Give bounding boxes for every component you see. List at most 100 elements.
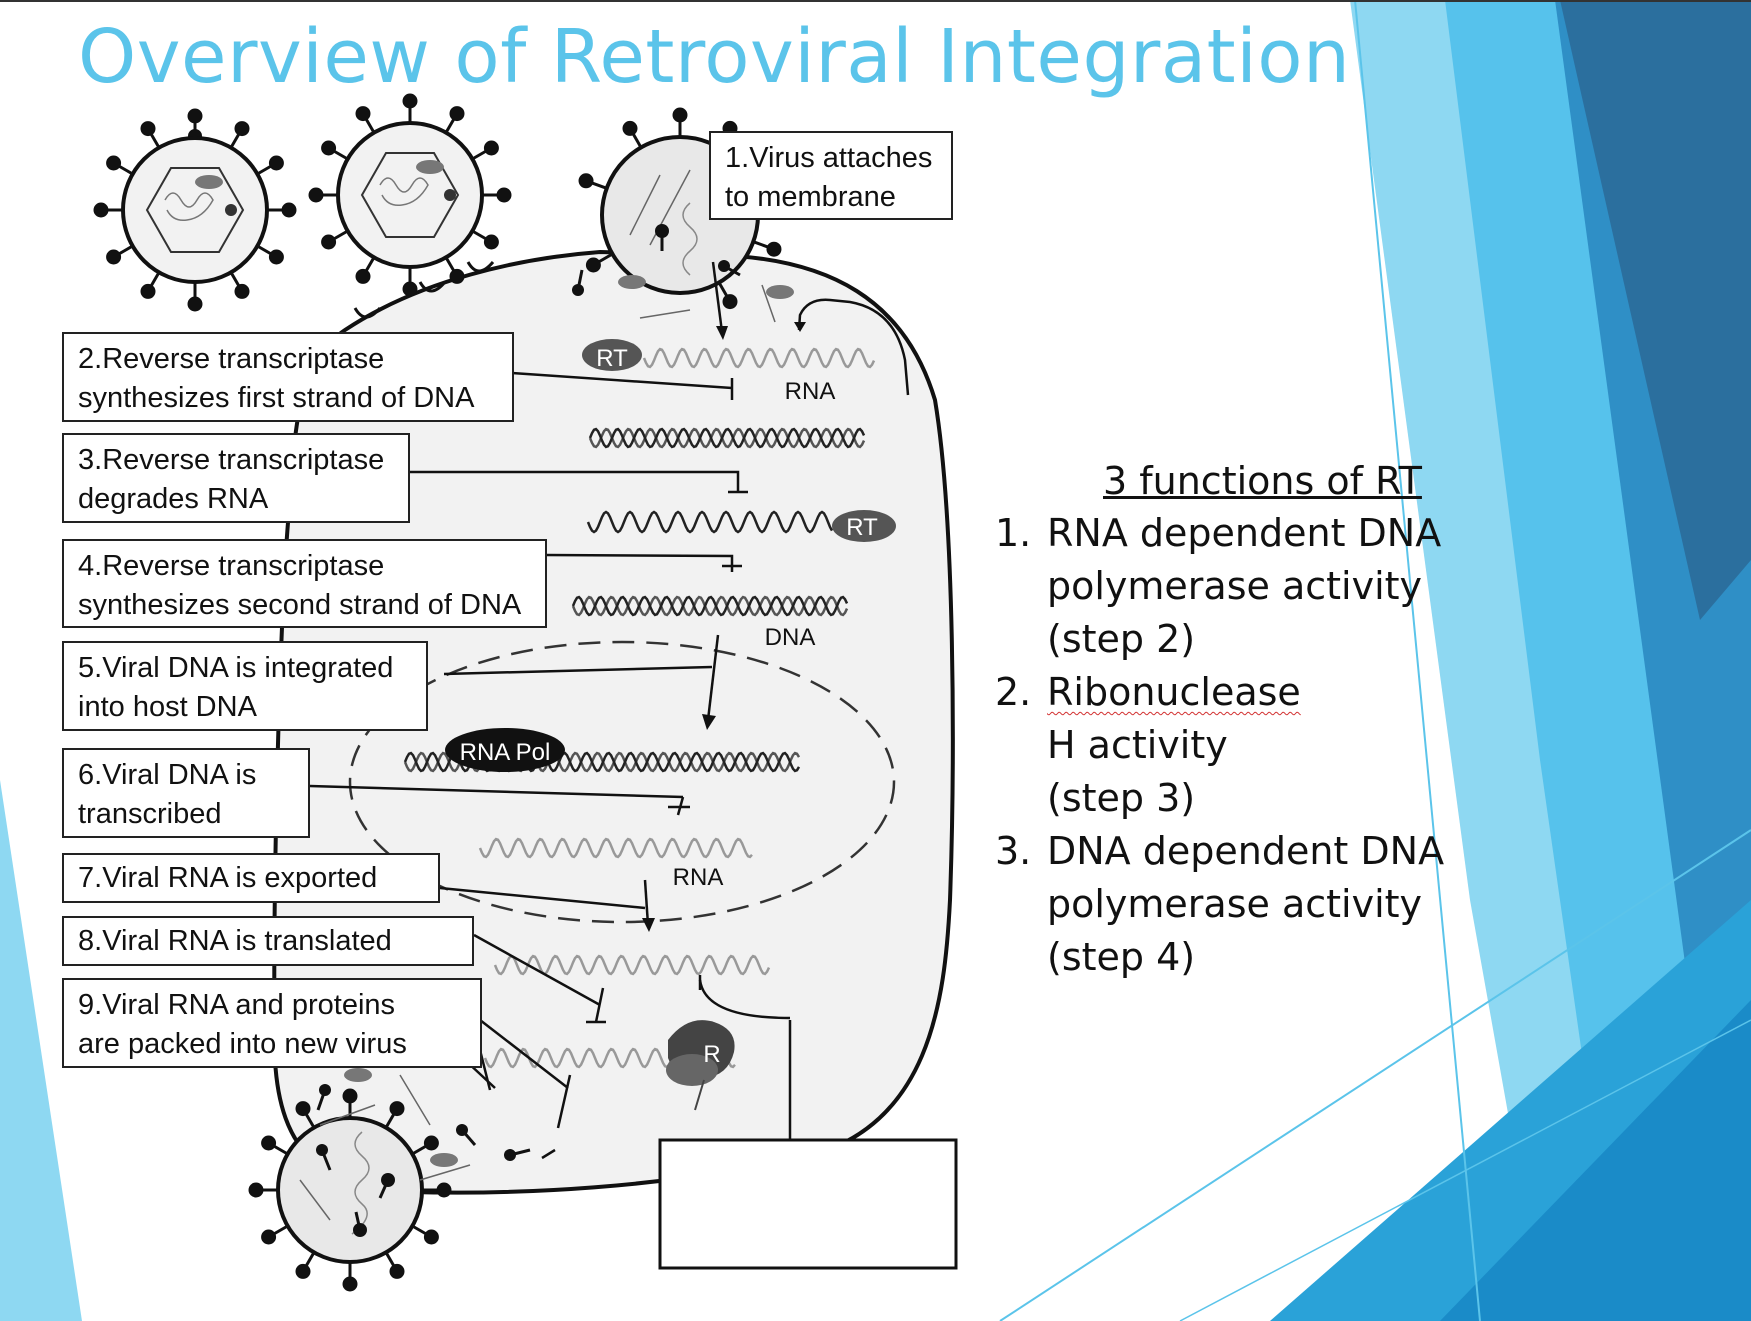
virus-spike-head xyxy=(672,107,688,123)
exported-rna xyxy=(493,954,771,976)
double-stranded-dna xyxy=(571,595,849,617)
step-box-7: 7.Viral RNA is exported xyxy=(62,853,440,903)
double-stranded-dna xyxy=(571,595,849,617)
ribosome-label: R xyxy=(703,1041,720,1068)
rt-function-line: (step 2) xyxy=(1047,617,1196,661)
virus-spike-head xyxy=(342,1088,358,1104)
rt-functions-panel: 3 functions of RT 1. RNA dependent DNA p… xyxy=(995,455,1555,984)
slide-title: Overview of Retroviral Integration xyxy=(78,14,1351,100)
virus-spike-head xyxy=(140,121,156,137)
virus-spike-head xyxy=(402,93,418,109)
rt-label-2: RT xyxy=(846,514,878,541)
rt-function-line: Ribonuclease H activity xyxy=(1047,666,1555,772)
virus-spike-head xyxy=(423,1135,439,1151)
virus-spike-head xyxy=(234,283,250,299)
rt-function-item: 3. DNA dependent DNA polymerase activity… xyxy=(995,825,1555,984)
receptor xyxy=(418,281,447,293)
step-box-9: 9.Viral RNA and proteins are packed into… xyxy=(62,978,482,1068)
step-9-line-2: are packed into new virus xyxy=(78,1028,407,1060)
virus-spike-head xyxy=(389,1263,405,1279)
rt-label-1: RT xyxy=(596,345,628,372)
virus-spike-head xyxy=(342,1276,358,1292)
virus-spike-head xyxy=(248,1182,264,1198)
step-box-6: 6.Viral DNA is transcribed xyxy=(62,748,310,838)
virus-spike-head xyxy=(106,155,122,171)
virus-spike-head xyxy=(496,187,512,203)
rt-function-number: 1. xyxy=(995,511,1032,555)
virus-spike-head xyxy=(268,249,284,265)
step-4-line-2: synthesizes second strand of DNA xyxy=(78,589,522,621)
receptor xyxy=(466,261,495,273)
virus-spike-head xyxy=(261,1135,277,1151)
rt-function-line: DNA dependent DNA xyxy=(1047,829,1445,873)
step-9-line-1: 9.Viral RNA and proteins xyxy=(78,989,396,1021)
rt-function-line: polymerase activity xyxy=(1047,882,1423,926)
virus-spike-head xyxy=(187,108,203,124)
rt-function-line: (step 3) xyxy=(1047,776,1196,820)
virus-spike-head xyxy=(295,1263,311,1279)
virus-spike-head xyxy=(483,140,499,156)
virus-spike-head xyxy=(389,1101,405,1117)
step-box-2: 2.Reverse transcriptase synthesizes firs… xyxy=(62,332,514,422)
rna-label-1: RNA xyxy=(785,378,836,405)
virus-spike-head xyxy=(355,268,371,284)
virus-spike-head xyxy=(281,202,297,218)
virus-spike-head xyxy=(106,249,122,265)
step-1-line-1: 1.Virus attaches xyxy=(725,142,933,174)
virus-spike-head xyxy=(295,1101,311,1117)
budding-virus xyxy=(276,1116,424,1264)
virus-spike-head xyxy=(402,281,418,297)
rna-pol-label: RNA Pol xyxy=(460,739,551,766)
virus-spike-head xyxy=(187,296,203,312)
empty-box xyxy=(658,1138,958,1270)
step-3-line-2: degrades RNA xyxy=(78,483,269,515)
rna-label-2: RNA xyxy=(673,864,724,891)
spellcheck-word: Ribonuclease xyxy=(1047,670,1301,714)
rt-functions-list: 1. RNA dependent DNA polymerase activity… xyxy=(995,507,1555,984)
virus-spike-head xyxy=(449,106,465,122)
rt-function-line: RNA dependent DNA xyxy=(1047,511,1442,555)
virus-spike-head xyxy=(436,1182,452,1198)
step-2-line-2: synthesizes first strand of DNA xyxy=(78,382,475,414)
step-box-5: 5.Viral DNA is integrated into host DNA xyxy=(62,641,428,731)
step-3-line-1: 3.Reverse transcriptase xyxy=(78,444,385,476)
dna-label: DNA xyxy=(765,624,816,651)
rna-dna-hybrid xyxy=(588,427,866,449)
virus-particle xyxy=(121,127,269,284)
step-2-line-1: 2.Reverse transcriptase xyxy=(78,343,385,375)
virus-spike-head xyxy=(355,106,371,122)
virus-spike-head xyxy=(321,234,337,250)
virus-spike-head xyxy=(423,1229,439,1245)
virus-spike-head xyxy=(483,234,499,250)
rt-function-number: 2. xyxy=(995,670,1032,714)
step-box-4: 4.Reverse transcriptase synthesizes seco… xyxy=(62,539,547,628)
rt-function-line: polymerase activity xyxy=(1047,564,1423,608)
step-4-line-1: 4.Reverse transcriptase xyxy=(78,550,385,582)
step-8-line-1: 8.Viral RNA is translated xyxy=(78,925,392,957)
rt-function-line: (step 4) xyxy=(1047,935,1196,979)
virus-spike-head xyxy=(449,268,465,284)
virus-spike-head xyxy=(321,140,337,156)
rna-dna-hybrid xyxy=(588,427,866,449)
virus-spike-head xyxy=(308,187,324,203)
rt-function-item: 2. Ribonuclease H activity (step 3) xyxy=(995,666,1555,825)
step-box-1: 1.Virus attaches to membrane xyxy=(709,131,953,220)
step-box-8: 8.Viral RNA is translated xyxy=(62,916,474,966)
virus-spike-head xyxy=(93,202,109,218)
virus-spike-head xyxy=(268,155,284,171)
step-5-line-2: into host DNA xyxy=(78,691,257,723)
virus-spike-head xyxy=(578,173,594,189)
viral-rna-strand xyxy=(642,347,876,369)
step-1-line-2: to membrane xyxy=(725,181,896,213)
virus-spike-head xyxy=(234,121,250,137)
step-5-line-1: 5.Viral DNA is integrated xyxy=(78,652,394,684)
rt-functions-heading: 3 functions of RT xyxy=(1103,459,1422,503)
virus-spike-head xyxy=(722,294,738,310)
receptor xyxy=(353,307,382,319)
rt-function-number: 3. xyxy=(995,829,1032,873)
virus-spike-head xyxy=(261,1229,277,1245)
nucleus xyxy=(348,640,896,924)
virus-spike-head xyxy=(585,257,601,273)
step-7-line-1: 7.Viral RNA is exported xyxy=(78,862,378,894)
